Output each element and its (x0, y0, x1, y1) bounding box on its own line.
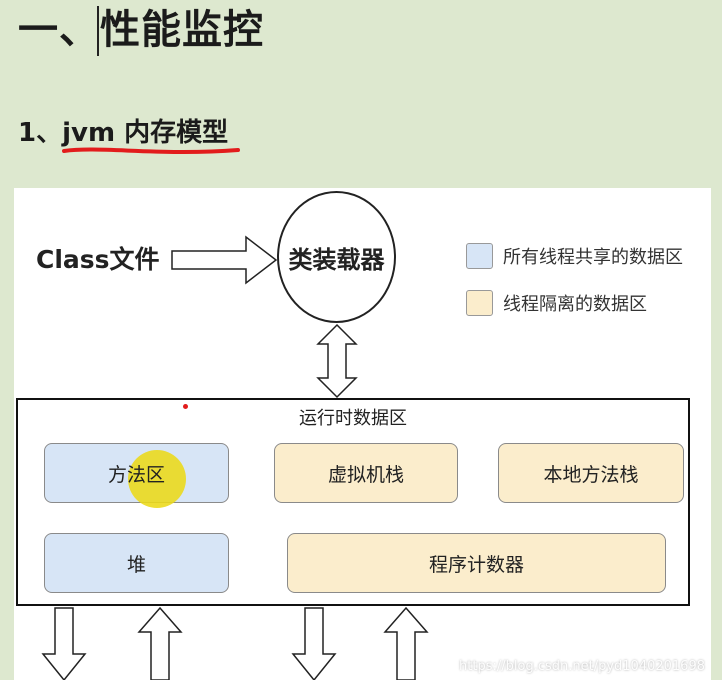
legend-swatch-shared (466, 243, 493, 269)
class-loader-label: 类装载器 (288, 245, 385, 274)
bottom-arrow-up-1 (137, 606, 183, 680)
section-heading: 一、性能监控 (18, 7, 264, 53)
class-file-label: Class文件 (36, 245, 160, 274)
watermark: https://blog.csdn.net/pyd1040201698 (459, 659, 705, 674)
legend-label-isolated: 线程隔离的数据区 (503, 294, 647, 315)
program-counter-label: 程序计数器 (428, 553, 524, 576)
text-cursor (97, 6, 99, 56)
class-to-loader-arrow (171, 235, 278, 285)
subsection-heading: 1、jvm 内存模型 (18, 118, 229, 148)
bottom-arrow-down-1 (41, 607, 87, 680)
program-counter: 程序计数器 (287, 533, 666, 593)
red-dot-annotation (183, 404, 188, 409)
legend-shared: 所有线程共享的数据区 (466, 243, 683, 269)
runtime-data-area-title: 运行时数据区 (299, 408, 407, 429)
native-method-stack-label: 本地方法栈 (543, 463, 639, 486)
heap-label: 堆 (126, 553, 146, 576)
red-underline-annotation (62, 147, 240, 154)
runtime-data-area: 运行时数据区 方法区 虚拟机栈 本地方法栈 堆 程序计数器 (16, 398, 690, 606)
legend-isolated: 线程隔离的数据区 (466, 290, 647, 316)
heap: 堆 (44, 533, 229, 593)
method-area-label: 方法区 (107, 463, 165, 486)
native-method-stack: 本地方法栈 (498, 443, 684, 503)
mouse-cursor-highlight (128, 450, 186, 508)
legend-swatch-isolated (466, 290, 493, 316)
jvm-memory-model-diagram: Class文件 类装载器 所有线程共享的数据区 线程隔离的数据区 运行时数据区 … (14, 188, 711, 680)
class-loader: 类装载器 (277, 191, 396, 323)
diagram-arrows (41, 235, 429, 680)
vm-stack: 虚拟机栈 (274, 443, 458, 503)
loader-runtime-double-arrow (316, 323, 358, 399)
vm-stack-label: 虚拟机栈 (327, 463, 404, 486)
legend-label-shared: 所有线程共享的数据区 (503, 247, 683, 268)
bottom-arrow-up-2 (383, 606, 429, 680)
bottom-arrow-down-2 (291, 607, 337, 680)
